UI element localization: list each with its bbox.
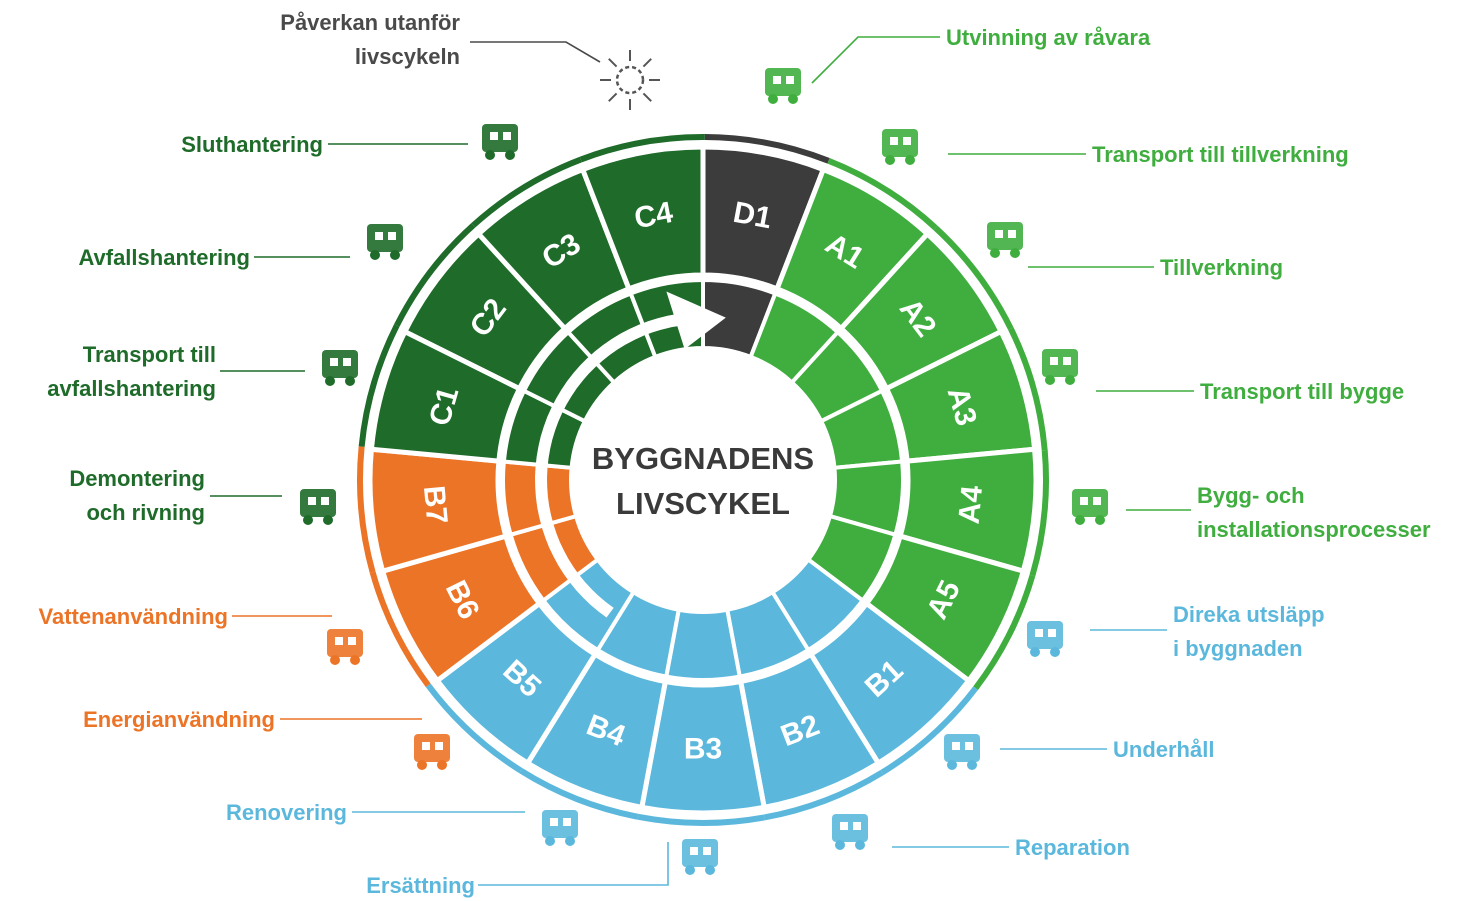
power-pylon-icon [414,734,450,770]
tools-icon [832,814,868,850]
mining-icon [765,68,801,104]
label-a1: Utvinning av råvara [765,25,1151,104]
outer-band-a4 [1029,449,1049,577]
factory-icon [987,222,1023,258]
segment-c4 [579,144,706,293]
segment-label-c4: C4 [632,196,676,236]
waste-processing-icon [367,224,403,260]
label-c3: Avfallshantering [78,224,403,270]
cycle-arrow [534,291,726,618]
dump-truck-icon [882,129,918,165]
outer-band-b6 [369,571,431,688]
label-text-b2-1: Underhåll [1113,737,1214,762]
label-text-a1-1: Utvinning av råvara [946,25,1151,50]
label-text-b3-1: Reparation [1015,835,1130,860]
label-text-a3-1: Tillverkning [1160,255,1283,280]
label-text-b1-2: i byggnaden [1173,636,1303,661]
label-text-d1-2: livscykeln [355,44,460,69]
outer-band-b7 [357,446,376,573]
label-text-b7-1: Vattenanvändning [39,604,228,629]
outer-band-c3 [471,156,582,228]
label-text-c2-1: Transport till [83,342,216,367]
leader-line-b4 [478,842,669,886]
demolition-icon [300,489,336,525]
label-text-c1-2: och rivning [86,500,205,525]
leader-line-a1 [811,36,940,84]
label-b2: Underhåll [944,734,1214,770]
water-tap-icon [327,629,363,665]
label-a3: Tillverkning [987,222,1283,280]
center-circle: BYGGNADENS LIVSCYKEL [576,353,830,607]
outer-band-a3 [1008,327,1048,451]
label-text-c2-2: avfallshantering [47,376,216,401]
center-title-line1: BYGGNADENS [592,441,814,476]
truck-icon [1042,349,1078,385]
segment-label-b7: B7 [417,484,453,525]
label-text-c1-1: Demontering [69,466,205,491]
outer-band-b5 [425,683,523,774]
outer-band-d1 [704,134,830,164]
label-a5: Bygg- och installationsprocesser [1072,483,1431,542]
outer-band-b4 [519,768,639,820]
landfill-fire-icon [482,124,518,160]
outer-band-c2 [394,223,476,327]
label-text-a2-1: Transport till tillverkning [1092,142,1349,167]
renovation-cycle-icon [542,810,578,846]
hand-house-icon [944,734,980,770]
segment-label-d1: D1 [731,196,775,235]
waste-truck-icon [322,350,358,386]
label-text-a5-2: installationsprocesser [1197,517,1431,542]
label-a2: Transport till tillverkning [882,129,1349,167]
label-text-a4-1: Transport till bygge [1200,379,1404,404]
label-d1: Påverkan utanför livscykeln [280,10,660,110]
label-text-b1-1: Direka utsläpp [1173,602,1325,627]
outer-band-b2 [763,770,884,821]
outer-band-a5 [973,574,1036,690]
center-title-line2: LIVSCYKEL [616,486,790,521]
label-text-c3-1: Avfallshantering [78,245,250,270]
label-a4: Transport till bygge [1042,349,1404,404]
outer-band-b1 [880,686,979,776]
label-b4: Ersättning [366,839,718,898]
outer-band-a2 [933,225,1014,331]
label-c1: Demontering och rivning [69,466,336,525]
label-text-a5-1: Bygg- och [1197,483,1305,508]
label-b1: Direka utsläpp i byggnaden [1027,602,1325,661]
emissions-icon [1027,621,1063,657]
outer-band-b3 [637,813,765,826]
label-text-b5-1: Renovering [226,800,347,825]
segment-label-a4: A4 [953,484,989,526]
outer-band-c4 [579,134,705,163]
label-c2: Transport till avfallshantering [47,342,358,401]
sun-arrows-icon [600,50,660,110]
segment-label-b3: B3 [684,733,722,766]
crane-icon [1072,489,1108,525]
label-text-d1-1: Påverkan utanför [280,10,460,35]
leader-line-d1 [470,41,601,63]
label-text-c4-1: Sluthantering [181,132,323,157]
label-b7: Vattenanvändning [39,604,363,665]
label-c4: Sluthantering [181,124,518,160]
replace-arrows-icon [682,839,718,875]
label-text-b4-1: Ersättning [366,873,475,898]
label-b5: Renovering [226,800,578,846]
label-b6: Energianvändning [83,707,450,770]
label-b3: Reparation [832,814,1130,860]
outer-band-a1 [827,158,938,230]
outer-band-c1 [358,324,400,447]
label-text-b6-1: Energianvändning [83,707,275,732]
outer-labels: Påverkan utanför livscykeln Utvinning av r… [39,10,1431,898]
